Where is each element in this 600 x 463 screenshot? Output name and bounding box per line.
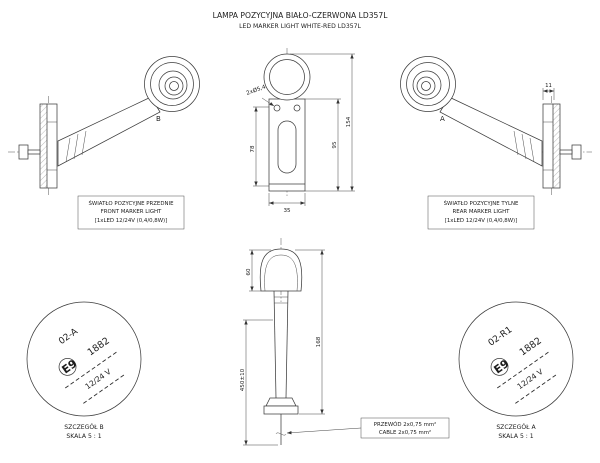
detail-a: 02-R1 E9 1882 12/24 V SZCZEGÓŁ A SKALA 5…: [458, 301, 574, 440]
right-screw-icon: [559, 144, 582, 160]
front-head-outline: [263, 53, 311, 101]
dim-168: 168: [295, 249, 325, 415]
front-body: [268, 98, 306, 192]
dim-11-label: 11: [545, 83, 552, 89]
detail-a-scale: SKALA 5 : 1: [498, 433, 533, 440]
voltage-marking-b: 12/24 V: [84, 367, 114, 392]
right-lamp-view: A 11 ŚWIATŁO POZYCYJNE TYLNE REAR MARKER…: [400, 56, 592, 230]
dim-60-label: 60: [246, 268, 252, 276]
left-screw-icon: [18, 144, 41, 160]
left-lamp-head: [144, 56, 200, 112]
dim-450: 450±10: [240, 319, 278, 446]
dim-holes-label: 2xØ5,4: [245, 83, 267, 97]
detail-a-type-code: 02-R1: [487, 325, 515, 348]
right-mounting-bracket: [542, 96, 561, 196]
mounting-hole-right: [293, 104, 301, 112]
right-lamp-arm: [439, 96, 543, 167]
detail-b: 02-A E9 1882 12/24 V SZCZEGÓŁ B SKALA 5 …: [26, 301, 142, 440]
dim-35-label: 35: [283, 208, 291, 214]
front-marker-caption-box: ŚWIATŁO POZYCYJNE PRZEDNIE FRONT MARKER …: [77, 195, 185, 230]
detail-b-markings: 02-A E9 1882 12/24 V: [57, 326, 127, 404]
voltage-marking-a: 12/24 V: [516, 367, 546, 392]
marking-divider: [515, 373, 559, 404]
right-lamp-head: [400, 56, 456, 112]
rear-caption-en: REAR MARKER LIGHT: [453, 209, 511, 215]
detail-a-caption: SZCZEGÓŁ A: [496, 422, 536, 431]
cable-note-box: PRZEWÓD 2x0,75 mm² CABLE 2x0,75 mm²: [286, 417, 450, 439]
detail-b-type-code: 02-A: [57, 326, 80, 347]
rear-caption-pl: ŚWIATŁO POZYCYJNE TYLNE: [444, 200, 519, 207]
side-base: [263, 397, 299, 415]
rear-caption-spec: [1xLED 12/24V (0,4/0,8W)]: [445, 218, 518, 224]
left-lamp-arm: [57, 96, 161, 167]
dim-78-label: 78: [250, 145, 256, 153]
marking-divider: [64, 350, 118, 389]
front-view: 2xØ5,4 78 95 154 35: [245, 48, 355, 214]
detail-b-caption: SZCZEGÓŁ B: [64, 422, 103, 431]
side-view: 60 168 450±10 PRZEWÓD 2x0,75 mm² CABLE 2…: [240, 238, 450, 446]
detail-a-circle: [458, 301, 574, 417]
e-mark-circle-a: [490, 357, 509, 376]
marking-divider: [83, 373, 127, 404]
front-caption-pl: ŚWIATŁO POZYCYJNE PRZEDNIE: [88, 200, 174, 207]
marking-divider: [496, 350, 550, 389]
dim-450-label: 450±10: [240, 368, 246, 391]
detail-a-markings: 02-R1 E9 1882 12/24 V: [487, 325, 559, 404]
cable-note-en: CABLE 2x0,75 mm²: [379, 429, 431, 436]
approval-number-a: 1882: [518, 335, 544, 358]
detail-b-scale: SKALA 5 : 1: [66, 433, 101, 440]
dim-60: 60: [246, 249, 271, 292]
dim-78: 78: [250, 106, 269, 187]
view-label-b: B: [156, 115, 161, 123]
view-label-a: A: [440, 115, 445, 123]
left-mounting-bracket: [39, 96, 58, 196]
dim-35: 35: [268, 193, 306, 214]
mounting-hole-left: [273, 104, 281, 112]
left-lamp-view: B ŚWIATŁO POZYCYJNE PRZEDNIE FRONT MARKE…: [8, 56, 200, 230]
front-caption-en: FRONT MARKER LIGHT: [101, 209, 162, 215]
side-stalk: [273, 290, 289, 399]
drawing-title-pl: LAMPA POZYCYJNA BIAŁO-CZERWONA LD357L: [213, 11, 389, 20]
side-head: [259, 248, 303, 292]
e-mark-circle-b: [58, 357, 77, 376]
detail-b-circle: [26, 301, 142, 417]
dim-154: 154: [290, 53, 355, 191]
dim-154-label: 154: [346, 116, 352, 127]
dim-95-label: 95: [332, 141, 338, 149]
approval-number-b: 1882: [86, 335, 112, 358]
dim-95: 95: [305, 98, 355, 192]
dim-168-label: 168: [316, 336, 322, 347]
drawing-title-en: LED MARKER LIGHT WHITE-RED LD357L: [239, 23, 361, 30]
front-slot: [277, 120, 297, 174]
rear-marker-caption-box: ŚWIATŁO POZYCYJNE TYLNE REAR MARKER LIGH…: [427, 195, 535, 230]
cable-note-pl: PRZEWÓD 2x0,75 mm²: [374, 421, 437, 428]
cable: [275, 414, 287, 445]
front-caption-spec: [1xLED 12/24V (0,4/0,8W)]: [95, 218, 168, 224]
dim-bracket-offset: 11: [542, 83, 555, 100]
